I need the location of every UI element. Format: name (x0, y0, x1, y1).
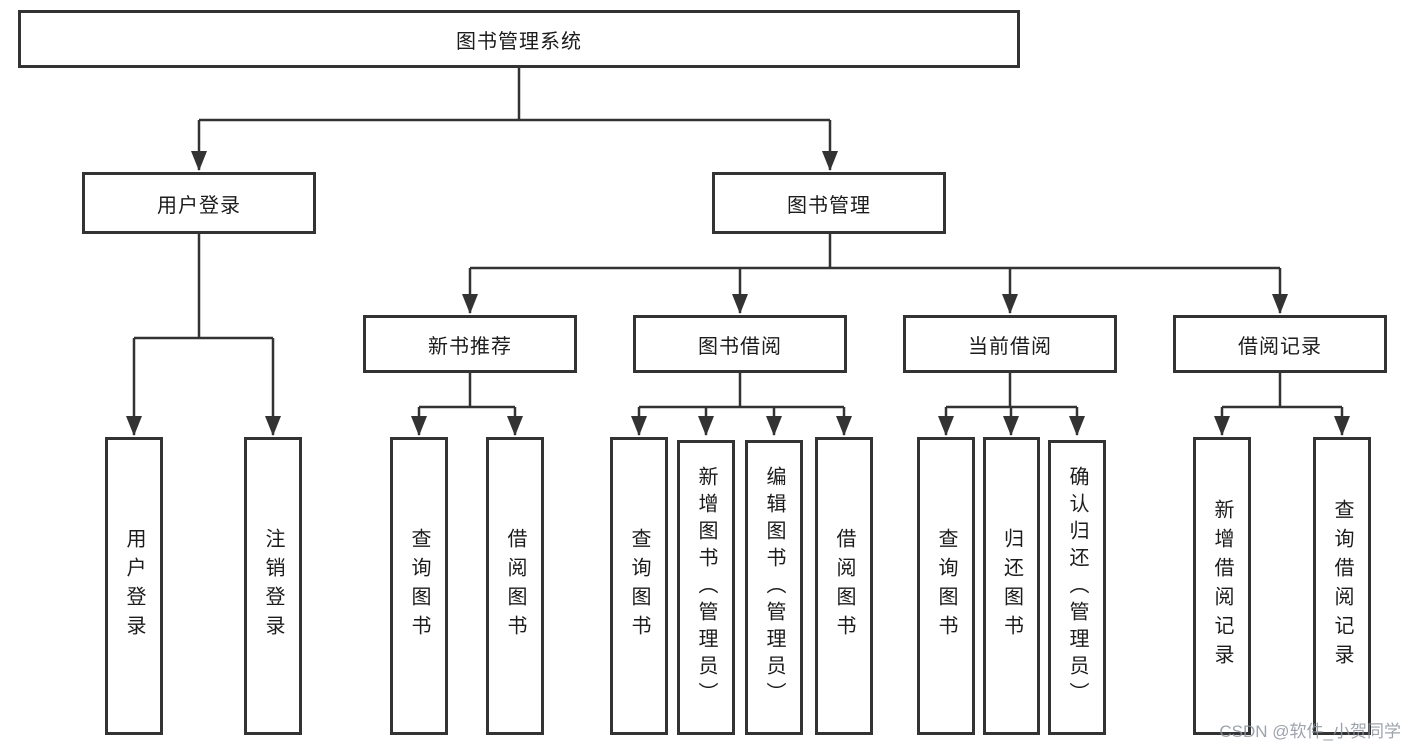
leaf-user-login: 用户登录 (105, 437, 163, 735)
leaf-label: 查询图书 (408, 528, 430, 644)
leaf-label: 归还图书 (1000, 528, 1023, 644)
leaf-edit-books-admin: 编辑图书（管理员） (745, 440, 803, 735)
leaf-label: 用户登录 (123, 528, 145, 644)
leaf-borrow-books: 借阅图书 (815, 437, 873, 735)
node-label: 用户登录 (157, 194, 241, 217)
node-label: 当前借阅 (968, 335, 1052, 358)
leaf-label: 查询图书 (628, 528, 650, 644)
node-borrow-records: 借阅记录 (1173, 315, 1387, 373)
leaf-confirm-return-admin: 确认归还（管理员） (1048, 440, 1106, 735)
leaf-query-borrow-record: 查询借阅记录 (1313, 437, 1371, 735)
leaf-label: 借阅图书 (504, 528, 526, 644)
node-book-borrow: 图书借阅 (633, 315, 847, 373)
node-user-login: 用户登录 (82, 172, 316, 234)
node-library-management-system: 图书管理系统 (18, 10, 1020, 68)
leaf-add-borrow-record: 新增借阅记录 (1193, 437, 1251, 735)
node-new-book-recommend: 新书推荐 (363, 315, 577, 373)
node-book-management: 图书管理 (712, 172, 946, 234)
leaf-logout-login: 注销登录 (244, 437, 302, 735)
node-label: 图书管理 (787, 194, 871, 217)
leaf-add-books-admin: 新增图书（管理员） (677, 440, 735, 735)
leaf-label: 新增图书（管理员） (695, 466, 717, 709)
leaf-query-books-borrow: 查询图书 (610, 437, 668, 735)
leaf-label: 借阅图书 (833, 528, 855, 644)
node-label: 图书管理系统 (456, 30, 582, 53)
node-label: 图书借阅 (698, 335, 782, 358)
leaf-borrow-books-recommend: 借阅图书 (486, 437, 544, 735)
leaf-label: 注销登录 (262, 528, 284, 644)
node-label: 新书推荐 (428, 335, 512, 358)
csdn-watermark: CSDN @软件_小贺同学 (1219, 722, 1401, 741)
node-current-borrow: 当前借阅 (903, 315, 1117, 373)
node-label: 借阅记录 (1238, 335, 1322, 358)
leaf-label: 新增借阅记录 (1211, 499, 1233, 673)
leaf-label: 确认归还（管理员） (1066, 466, 1088, 709)
leaf-query-books-current: 查询图书 (917, 437, 975, 735)
leaf-label: 编辑图书（管理员） (763, 466, 785, 709)
leaf-label: 查询借阅记录 (1331, 499, 1353, 673)
leaf-label: 查询图书 (935, 528, 957, 644)
leaf-query-books-recommend: 查询图书 (390, 437, 448, 735)
leaf-return-books: 归还图书 (983, 437, 1040, 735)
